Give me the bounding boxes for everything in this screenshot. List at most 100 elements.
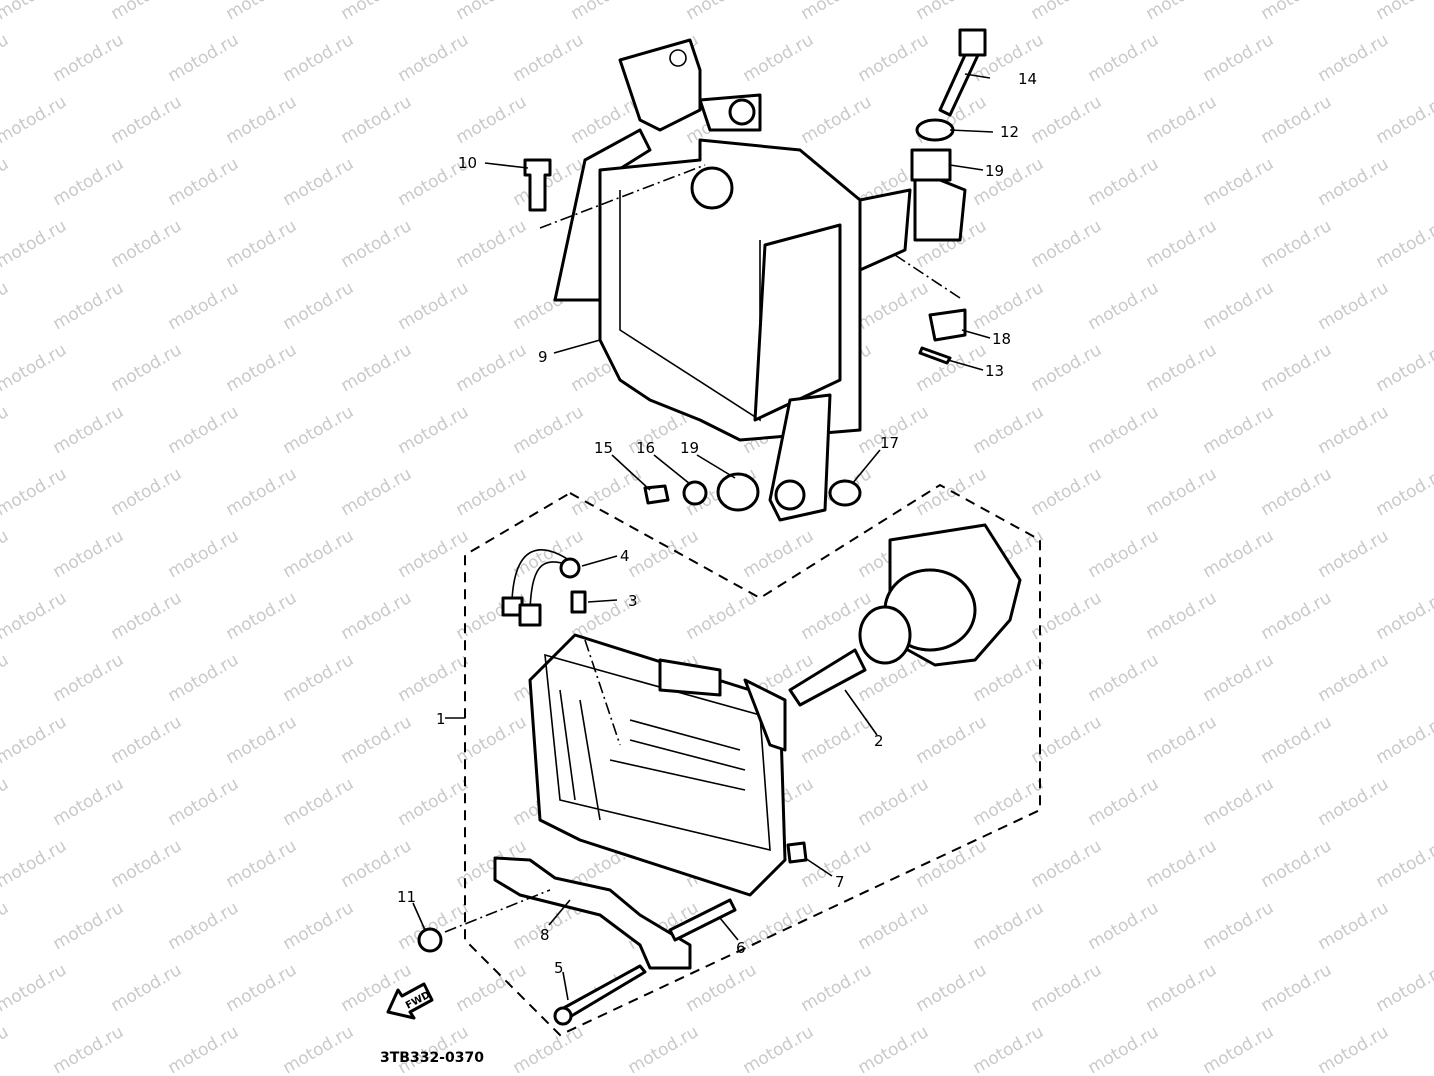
headlight-unit bbox=[528, 633, 787, 897]
spring-6 bbox=[668, 898, 737, 942]
callout-14: 14 bbox=[1018, 70, 1037, 88]
watermark-text: motod.ru bbox=[223, 464, 301, 520]
watermark-text: motod.ru bbox=[0, 836, 70, 892]
watermark-text: motod.ru bbox=[223, 0, 301, 24]
watermark-text: motod.ru bbox=[970, 774, 1048, 830]
watermark-text: motod.ru bbox=[1028, 92, 1106, 148]
watermark-text: motod.ru bbox=[108, 464, 186, 520]
watermark-text: motod.ru bbox=[50, 1022, 128, 1076]
watermark-text: motod.ru bbox=[1258, 712, 1336, 768]
watermark-text: motod.ru bbox=[0, 588, 70, 644]
watermark-text: motod.ru bbox=[798, 712, 876, 768]
headlight-stay-bracket bbox=[553, 38, 967, 522]
washer-16 bbox=[682, 480, 708, 506]
watermark-text: motod.ru bbox=[0, 0, 70, 24]
callout-labels: 1 2 3 4 5 6 7 8 9 10 11 12 13 14 15 16 1… bbox=[397, 70, 1037, 977]
watermark-text: motod.ru bbox=[165, 774, 243, 830]
watermark-text: motod.ru bbox=[0, 526, 12, 582]
watermark-text: motod.ru bbox=[223, 92, 301, 148]
watermark-text: motod.ru bbox=[1200, 402, 1278, 458]
watermark-text: motod.ru bbox=[510, 402, 588, 458]
watermark-text: motod.ru bbox=[453, 960, 531, 1016]
watermark-text: motod.ru bbox=[740, 1022, 818, 1076]
watermark-text: motod.ru bbox=[223, 836, 301, 892]
watermark-text: motod.ru bbox=[1258, 92, 1336, 148]
watermark-text: motod.ru bbox=[1430, 30, 1434, 86]
damper-19-mid bbox=[716, 472, 760, 512]
watermark-text: motod.ru bbox=[50, 154, 128, 210]
watermark-text: motod.ru bbox=[510, 1022, 588, 1076]
watermark-text: motod.ru bbox=[1143, 464, 1221, 520]
watermark-text: motod.ru bbox=[740, 526, 818, 582]
watermark-text: motod.ru bbox=[855, 898, 933, 954]
watermark-text: motod.ru bbox=[1143, 836, 1221, 892]
watermark-text: motod.ru bbox=[1315, 774, 1393, 830]
watermark-text: motod.ru bbox=[338, 340, 416, 396]
watermark-text: motod.ru bbox=[108, 836, 186, 892]
watermark-text: motod.ru bbox=[1315, 154, 1393, 210]
watermark-text: motod.ru bbox=[1085, 278, 1163, 334]
watermark-text: motod.ru bbox=[1143, 712, 1221, 768]
watermark-text: motod.ru bbox=[50, 526, 128, 582]
watermark-text: motod.ru bbox=[395, 278, 473, 334]
watermark-text: motod.ru bbox=[0, 1022, 12, 1076]
watermark-text: motod.ru bbox=[798, 0, 876, 24]
watermark-text: motod.ru bbox=[1143, 0, 1221, 24]
watermark-text: motod.ru bbox=[1085, 402, 1163, 458]
watermark-text: motod.ru bbox=[223, 216, 301, 272]
watermark-text: motod.ru bbox=[1430, 774, 1434, 830]
callout-4: 4 bbox=[620, 547, 630, 565]
bolt-14 bbox=[938, 28, 987, 117]
watermark-text: motod.ru bbox=[0, 712, 70, 768]
watermark-text: motod.ru bbox=[1373, 836, 1434, 892]
watermark-text: motod.ru bbox=[1143, 216, 1221, 272]
callout-3: 3 bbox=[628, 592, 638, 610]
watermark-text: motod.ru bbox=[223, 588, 301, 644]
watermark-text: motod.ru bbox=[1028, 464, 1106, 520]
watermark-text: motod.ru bbox=[0, 898, 12, 954]
alignment-lines bbox=[444, 164, 961, 933]
watermark-text: motod.ru bbox=[740, 898, 818, 954]
callout-15: 15 bbox=[594, 439, 613, 457]
watermark-text: motod.ru bbox=[453, 464, 531, 520]
watermark-text: motod.ru bbox=[280, 154, 358, 210]
watermark-text: motod.ru bbox=[1315, 278, 1393, 334]
watermark-text: motod.ru bbox=[625, 1022, 703, 1076]
watermark-text: motod.ru bbox=[798, 92, 876, 148]
bolt-10 bbox=[523, 158, 552, 212]
leader-lines bbox=[412, 73, 994, 1001]
callout-16: 16 bbox=[636, 439, 655, 457]
watermark-text: motod.ru bbox=[280, 650, 358, 706]
watermark-text: motod.ru bbox=[970, 154, 1048, 210]
watermark-text: motod.ru bbox=[280, 1022, 358, 1076]
watermark-text: motod.ru bbox=[395, 526, 473, 582]
watermark-text: motod.ru bbox=[913, 712, 991, 768]
watermark-text: motod.ru bbox=[395, 650, 473, 706]
callout-6: 6 bbox=[736, 939, 746, 957]
watermark-text: motod.ru bbox=[108, 588, 186, 644]
callout-19-mid: 19 bbox=[680, 439, 699, 457]
watermark-text: motod.ru bbox=[1430, 278, 1434, 334]
watermark-text: motod.ru bbox=[395, 1022, 473, 1076]
watermark-text: motod.ru bbox=[1028, 836, 1106, 892]
watermark-text: motod.ru bbox=[453, 0, 531, 24]
watermark-text: motod.ru bbox=[108, 0, 186, 24]
watermark-text: motod.ru bbox=[338, 216, 416, 272]
watermark-text: motod.ru bbox=[223, 340, 301, 396]
diagram-code: 3TB332-0370 bbox=[380, 1050, 484, 1066]
watermark-text: motod.ru bbox=[1373, 588, 1434, 644]
watermark-text: motod.ru bbox=[165, 402, 243, 458]
screw-15 bbox=[643, 484, 670, 505]
watermark-text: motod.ru bbox=[165, 898, 243, 954]
callout-10: 10 bbox=[458, 154, 477, 172]
watermark-text: motod.ru bbox=[683, 588, 761, 644]
watermark-text: motod.ru bbox=[1430, 154, 1434, 210]
callout-8: 8 bbox=[540, 926, 550, 944]
watermark-text: motod.ru bbox=[1315, 650, 1393, 706]
watermark-text: motod.ru bbox=[395, 30, 473, 86]
watermark-text: motod.ru bbox=[338, 0, 416, 24]
forward-arrow-icon: FWD bbox=[386, 982, 434, 1020]
watermark-text: motod.ru bbox=[453, 216, 531, 272]
watermark-text: motod.ru bbox=[1028, 0, 1106, 24]
watermark-text: motod.ru bbox=[1258, 960, 1336, 1016]
